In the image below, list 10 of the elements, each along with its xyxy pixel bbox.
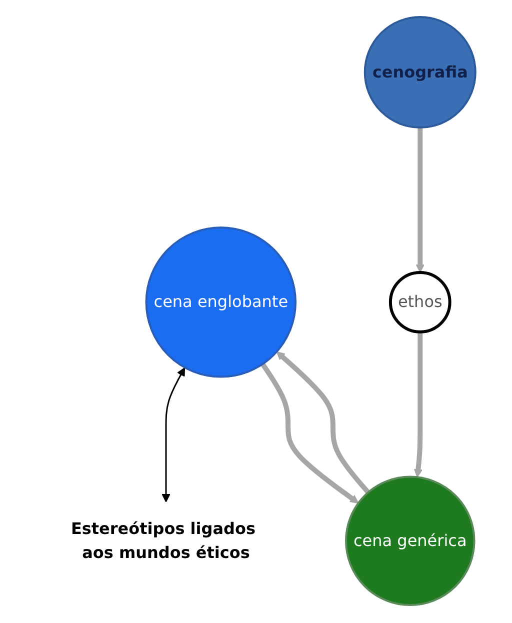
arrow: [260, 363, 360, 504]
node-text: Estereótipos ligados aos mundos éticos: [71, 519, 256, 562]
arrow: [416, 128, 425, 274]
arrow: [414, 332, 423, 478]
arrow: [276, 352, 370, 495]
node-circle: [389, 271, 452, 334]
node-circle: [146, 226, 297, 378]
node-circle: [345, 476, 476, 607]
node-circle: [364, 16, 477, 129]
arrow: [162, 368, 186, 503]
